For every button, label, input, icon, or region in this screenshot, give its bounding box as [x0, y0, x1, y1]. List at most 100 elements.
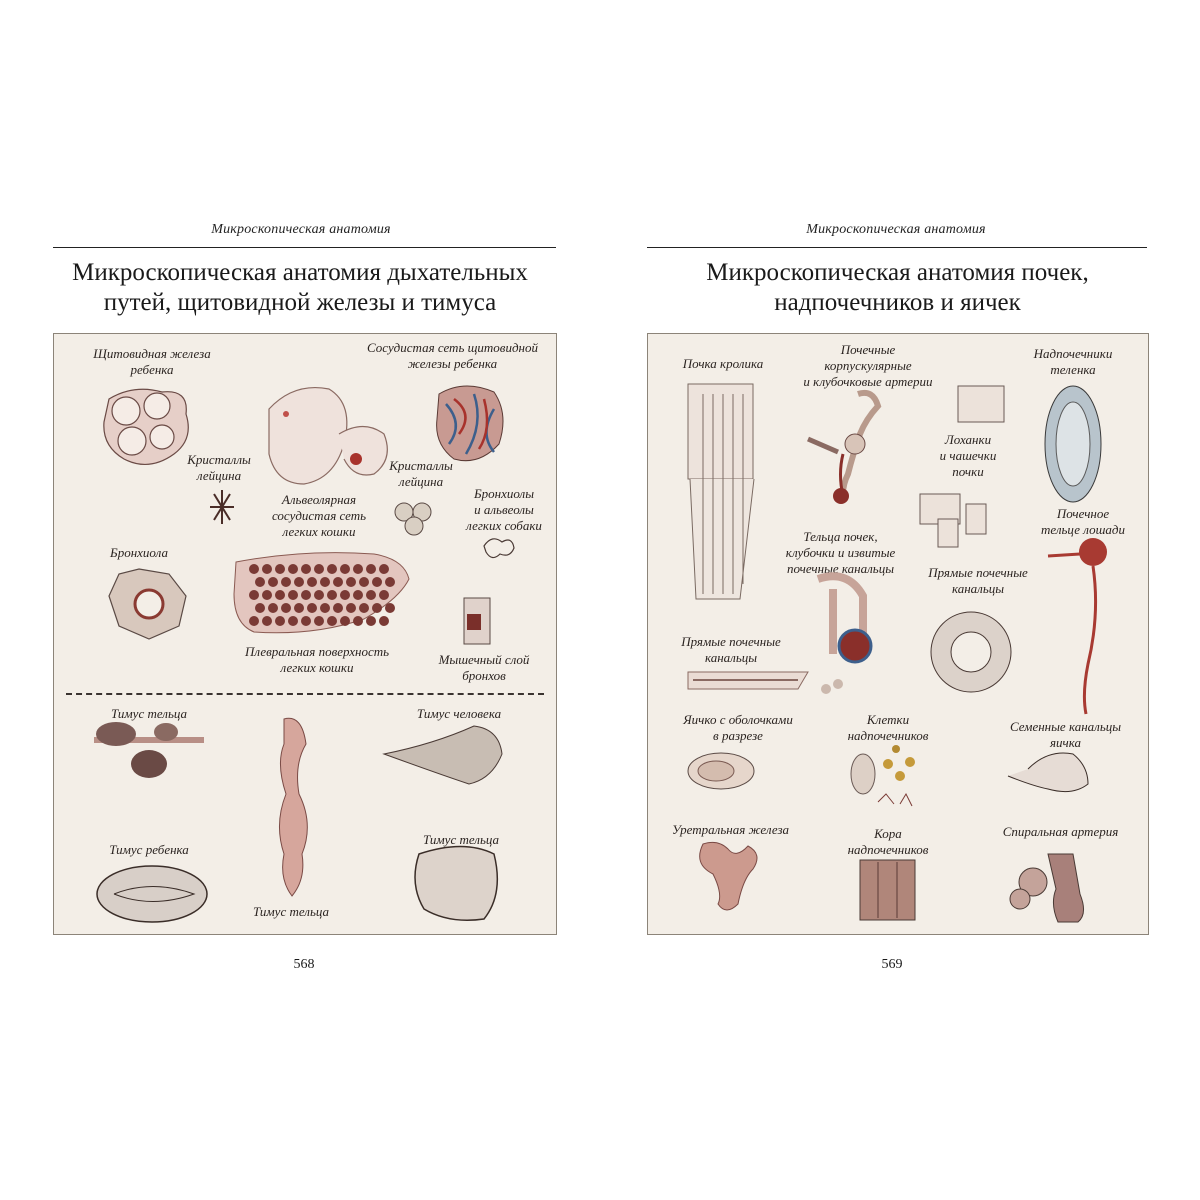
title-line-1: Микроскопическая анатомия почек,	[706, 259, 1089, 286]
pleural-cell	[281, 577, 291, 587]
pleural-cell	[255, 577, 265, 587]
rabbit-kidney-figure	[687, 383, 755, 600]
label-thymus-human: Тимус человека	[416, 706, 502, 721]
pleural-cell	[346, 603, 356, 613]
thyroid-follicles-figure	[103, 388, 189, 465]
pleural-cell	[359, 577, 369, 587]
pleural-cell	[353, 564, 363, 574]
pleural-cell	[307, 603, 317, 613]
right-plate-figures	[687, 383, 1107, 923]
cell-cluster-figure	[394, 502, 432, 536]
pleural-cell	[379, 616, 389, 626]
pleural-cell	[288, 564, 298, 574]
pleural-cell	[366, 616, 376, 626]
pleural-cell	[249, 616, 259, 626]
pleural-cell	[301, 616, 311, 626]
pleural-cell	[327, 590, 337, 600]
pleural-surface-figure	[233, 552, 410, 634]
pleural-cell	[340, 616, 350, 626]
pleural-cell	[346, 577, 356, 587]
pleural-cell	[340, 564, 350, 574]
label-spiral-artery: Спиральная артерия	[1002, 824, 1119, 839]
header-rule	[53, 247, 556, 248]
page-number: 568	[293, 957, 315, 972]
page-title: Микроскопическая анатомия почек, надпоче…	[640, 258, 1155, 318]
thymus-calf-b-figure	[414, 845, 499, 921]
pleural-cell	[372, 577, 382, 587]
pleural-cell	[249, 564, 259, 574]
pleural-cell	[314, 616, 324, 626]
pleural-cell	[327, 616, 337, 626]
left-plate-figures	[94, 385, 515, 923]
bronchiole-figure	[108, 568, 187, 640]
pleural-cell	[262, 616, 272, 626]
pleural-cell	[379, 590, 389, 600]
pleural-cell	[288, 616, 298, 626]
running-head: Микроскопическая анатомия	[806, 222, 986, 237]
adrenal-cells-figure	[850, 745, 915, 807]
pleural-cell	[281, 603, 291, 613]
pleural-cell	[301, 564, 311, 574]
thymus-human-figure	[382, 725, 503, 785]
alveolar-net-figure	[268, 386, 388, 485]
pleural-cell	[314, 590, 324, 600]
pleural-cell	[307, 577, 317, 587]
pleural-cell	[366, 590, 376, 600]
pleural-cell	[385, 577, 395, 587]
label-rabbit-kidney: Почка кролика	[682, 356, 764, 371]
pleural-cell	[268, 577, 278, 587]
pleural-cell	[320, 603, 330, 613]
seminal-tubules-figure	[1007, 752, 1089, 793]
testis-figure	[687, 752, 755, 790]
straight-tubules-ring-figure	[930, 611, 1012, 693]
label-thymus-child: Тимус ребенка	[109, 842, 189, 857]
pleural-cell	[379, 564, 389, 574]
thymus-calf-vertical-figure	[279, 717, 308, 897]
muscle-layer-figure	[463, 597, 491, 645]
pleural-cell	[320, 577, 330, 587]
pleural-cell	[372, 603, 382, 613]
pleural-cell	[333, 577, 343, 587]
pleural-cell	[249, 590, 259, 600]
pleural-cell	[359, 603, 369, 613]
pleural-cell	[366, 564, 376, 574]
renal-pelvis-figure	[919, 385, 1005, 548]
label-bronchiole: Бронхиола	[110, 545, 168, 560]
bronchioles-dog-figure	[483, 538, 515, 559]
pleural-cell	[275, 616, 285, 626]
pleural-cell	[262, 590, 272, 600]
pleural-cell	[333, 603, 343, 613]
pleural-cell	[385, 603, 395, 613]
thymus-child-figure	[96, 865, 208, 923]
pleural-cell	[288, 590, 298, 600]
label-urethral-gland: Уретральная железа	[671, 822, 790, 837]
kidney-bodies-figure	[816, 572, 873, 694]
label-thymus-calf-a: Тимус тельца	[110, 706, 188, 721]
running-head: Микроскопическая анатомия	[211, 222, 391, 237]
label-thymus-calf-c: Тимус тельца	[252, 904, 330, 919]
spiral-artery-figure	[1009, 853, 1084, 923]
urethral-gland-figure	[699, 841, 758, 911]
title-line-2: путей, щитовидной железы и тимуса	[103, 289, 497, 316]
pleural-cell	[255, 603, 265, 613]
pleural-cell	[314, 564, 324, 574]
straight-tubules-strip-figure	[687, 671, 809, 690]
section-divider	[66, 693, 544, 695]
page-number: 569	[881, 957, 903, 972]
adrenal-calf-figure	[1044, 385, 1102, 503]
